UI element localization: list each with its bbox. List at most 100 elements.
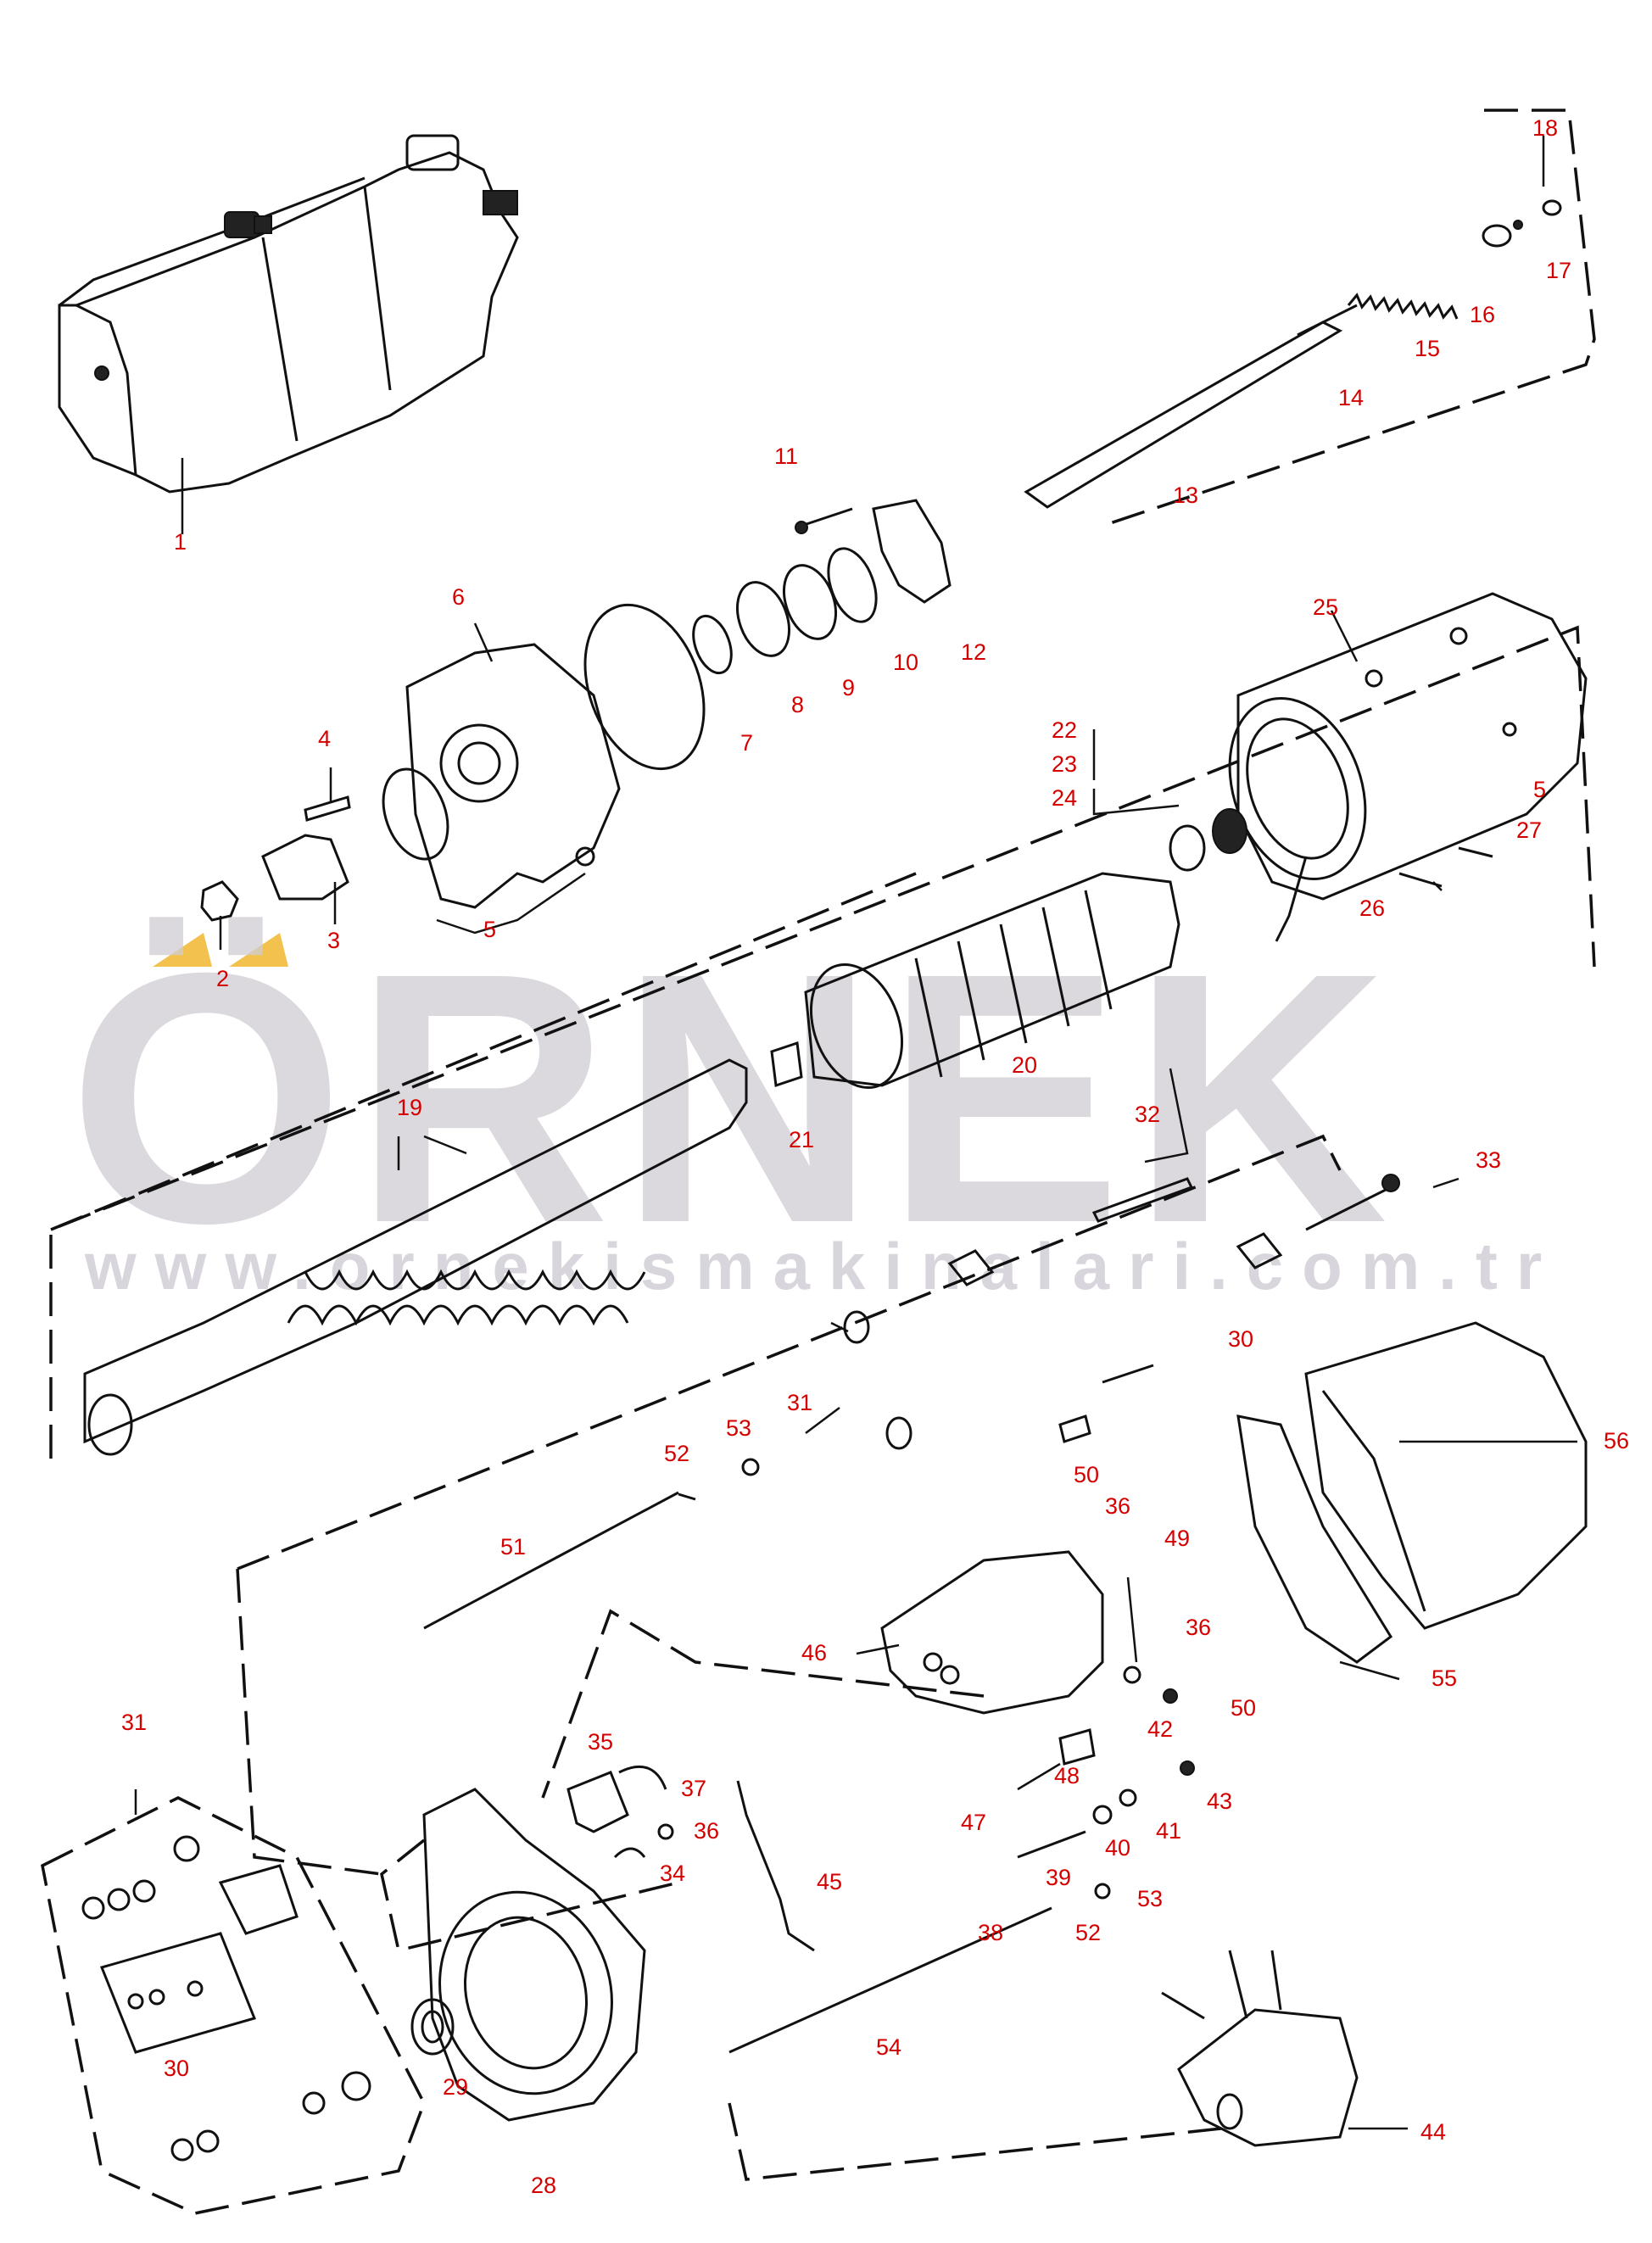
rod-33 (1305, 1186, 1392, 1231)
pinion-parts (200, 795, 595, 922)
callout-55: 55 (1432, 1666, 1457, 1691)
armature-20 (770, 872, 1180, 1090)
solenoid-44 (1161, 1950, 1359, 2147)
callout-38: 38 (978, 1920, 1003, 1945)
field-coils (1236, 1321, 1588, 1664)
screw-5-upper (575, 846, 595, 867)
watermark-brand: ÖRNEK (68, 900, 1397, 1297)
washer-22 (1169, 824, 1206, 872)
callout-36-middle: 36 (1186, 1615, 1211, 1640)
bolt-39 (1017, 1830, 1086, 1859)
callout-32: 32 (1135, 1102, 1160, 1127)
screw-11 (801, 507, 853, 527)
callout-17: 17 (1546, 258, 1571, 283)
bushing-29 (410, 1998, 455, 2056)
callout-36-upper: 36 (1105, 1493, 1130, 1519)
screw-43 (1180, 1760, 1195, 1776)
ball-17 (1513, 220, 1523, 230)
lower-assembly-group-line (237, 1134, 1342, 1571)
linkage-parts (843, 1174, 1400, 1450)
drive-shaft-19 (83, 1058, 748, 1456)
block-right (1236, 1232, 1283, 1269)
bolt-48 (1058, 1728, 1096, 1766)
callout-44: 44 (1420, 2119, 1446, 2145)
callout-30-upper: 30 (1228, 1326, 1253, 1352)
callout-36-lower: 36 (694, 1818, 719, 1844)
strip-32 (1091, 1177, 1194, 1223)
callout-37: 37 (681, 1776, 706, 1801)
solenoid-group-line (728, 2102, 1222, 2181)
callout-5-upper: 5 (1533, 777, 1546, 802)
callout-22: 22 (1052, 717, 1077, 743)
brake-rod-13 (1024, 321, 1343, 509)
callout-52-upper: 52 (664, 1441, 689, 1466)
coil-55 (1236, 1414, 1392, 1664)
cap-16 (1482, 224, 1512, 248)
callout-42: 42 (1147, 1716, 1173, 1742)
washer-49 (1123, 1666, 1141, 1684)
callout-43: 43 (1207, 1788, 1232, 1814)
bearing-7 (692, 614, 733, 675)
brush-holder-group-line (380, 1838, 679, 1953)
callout-26: 26 (1359, 896, 1385, 921)
nut-2 (200, 880, 239, 922)
clip-34 (613, 1847, 646, 1859)
callout-10: 10 (893, 650, 918, 675)
callout-54: 54 (876, 2034, 901, 2060)
o-ring-small (382, 767, 449, 861)
callout-7: 7 (740, 730, 753, 756)
callout-21: 21 (789, 1127, 814, 1152)
ring-31b (885, 1416, 913, 1450)
callout-2: 2 (216, 966, 229, 991)
callout-53-upper: 53 (726, 1415, 751, 1441)
key-4 (304, 795, 351, 822)
callout-34: 34 (660, 1861, 685, 1886)
callout-13: 13 (1173, 483, 1198, 508)
bracket-30 (1058, 1414, 1091, 1443)
race-9 (783, 564, 837, 640)
starter-motor-assembly (58, 134, 519, 494)
terminal-30 (1102, 1364, 1154, 1384)
nut-40 (1092, 1805, 1113, 1825)
callout-39: 39 (1046, 1865, 1071, 1890)
coil-56 (1304, 1321, 1588, 1630)
starter-body-outline (58, 151, 519, 494)
callout-16: 16 (1470, 302, 1495, 327)
callout-47: 47 (961, 1810, 986, 1835)
spring-37 (618, 1765, 667, 1790)
callout-15: 15 (1415, 336, 1440, 361)
callout-24: 24 (1052, 785, 1077, 811)
callout-3: 3 (327, 928, 340, 953)
cover-plate-12 (872, 499, 952, 604)
nut-53b (1094, 1883, 1111, 1900)
clutch-21 (770, 1041, 803, 1088)
callout-14: 14 (1338, 385, 1364, 410)
field-frame-25 (1169, 592, 1588, 942)
spring-15 (1347, 293, 1459, 320)
callout-5-lower: 5 (483, 917, 496, 942)
callout-20: 20 (1012, 1052, 1037, 1078)
callout-19: 19 (397, 1095, 422, 1120)
terminal-group-line (541, 1609, 985, 1799)
nut-53a (741, 1458, 760, 1476)
ring-31a (843, 1310, 870, 1344)
field-lead (1275, 856, 1308, 942)
rod-14 (1297, 304, 1358, 337)
switch-46 (880, 1550, 1195, 1859)
callout-11: 11 (774, 444, 798, 469)
callout-12: 12 (961, 639, 986, 665)
callout-labels: 1 2 3 4 5 5 6 7 8 9 10 11 12 13 14 15 16… (121, 115, 1629, 2198)
screw-36 (657, 1823, 674, 1840)
callout-30-lower: 30 (164, 2056, 189, 2081)
callout-31-upper: 31 (787, 1390, 812, 1415)
end-cap-group-line (1102, 109, 1596, 527)
dashed-group-lines (49, 109, 1596, 2181)
callout-33: 33 (1476, 1147, 1501, 1173)
callout-48: 48 (1054, 1763, 1080, 1788)
callout-52-lower: 52 (1075, 1920, 1101, 1945)
block-left (947, 1249, 995, 1286)
callout-51: 51 (500, 1534, 526, 1559)
callout-29: 29 (443, 2074, 468, 2100)
callout-40: 40 (1105, 1835, 1130, 1861)
callout-18: 18 (1532, 115, 1558, 141)
